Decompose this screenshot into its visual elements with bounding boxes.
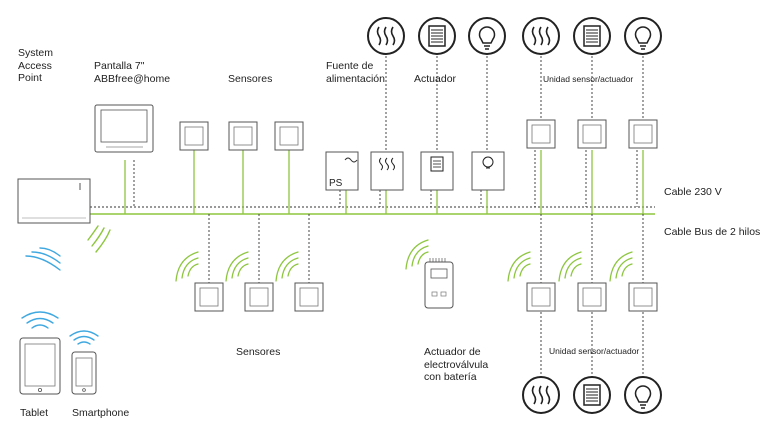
valve-line-3: con batería <box>424 371 477 383</box>
unit-top-label: Unidad sensor/actuador <box>543 74 634 84</box>
actuator-label: Actuador <box>414 73 457 85</box>
blind-icon <box>418 17 456 55</box>
power-supply <box>325 151 359 191</box>
light-bulb-icon <box>624 376 662 414</box>
sensor-actuator-unit-top <box>628 119 658 149</box>
light-actuator <box>471 151 505 191</box>
valve-line-1: Actuador de <box>424 346 481 358</box>
smartphone-label: Smartphone <box>72 407 130 419</box>
sensor-actuator-unit-top <box>526 119 556 149</box>
heating-icon <box>522 376 560 414</box>
wireless-sensor <box>244 282 274 312</box>
tablet-device <box>19 337 61 395</box>
wireless-sensor-actuator-unit <box>526 282 556 312</box>
sap-line-1: System <box>18 47 54 59</box>
bus-cable-label: Cable Bus de 2 hilos <box>664 226 761 238</box>
blind-icon <box>573 17 611 55</box>
valve-line-2: electroválvula <box>424 358 489 371</box>
sensor-top <box>228 121 258 151</box>
power-line-2: alimentación <box>326 72 385 85</box>
wireless-sensor-actuator-unit <box>577 282 607 312</box>
bottom-links <box>208 214 644 378</box>
sensor-top <box>179 121 209 151</box>
wireless-signal-icon <box>175 251 299 282</box>
sap-line-3: Point <box>18 72 42 84</box>
power-supply-label: Fuente de alimentación <box>326 60 385 85</box>
sensors-bottom-label: Sensores <box>236 346 281 358</box>
wireless-signal-icon <box>507 251 633 282</box>
heating-actuator <box>370 151 404 191</box>
sensors-top-label: Sensores <box>228 73 273 85</box>
battery-valve-actuator <box>424 258 454 309</box>
wireless-sensor-actuator-unit <box>628 282 658 312</box>
wireless-signal-icon <box>405 239 429 270</box>
power-line-1: Fuente de <box>326 60 374 72</box>
heating-icon <box>367 17 405 55</box>
panel-line-1: Pantalla 7" <box>94 60 145 72</box>
panel-label: Pantalla 7" ABBfree@home <box>94 60 170 85</box>
tablet-label: Tablet <box>20 407 49 419</box>
sensor-actuator-unit-top <box>577 119 607 149</box>
bus-drops <box>124 150 644 214</box>
system-access-point-label: System Access Point <box>18 47 53 85</box>
wireless-signal-icon <box>21 311 99 345</box>
light-bulb-icon <box>468 17 506 55</box>
system-access-point <box>17 178 91 224</box>
smartphone-device <box>71 351 97 395</box>
sensor-top <box>274 121 304 151</box>
load-lines <box>385 56 644 150</box>
heating-icon <box>522 17 560 55</box>
sap-line-2: Access <box>18 59 52 72</box>
ps-label: PS <box>329 178 343 189</box>
wireless-sensor <box>194 282 224 312</box>
touch-panel <box>94 104 154 153</box>
wireless-signal-icon <box>25 247 61 271</box>
unit-bottom-label: Unidad sensor/actuador <box>549 346 640 356</box>
panel-line-2: ABBfree@home <box>94 72 171 85</box>
blind-icon <box>573 376 611 414</box>
valve-actuator-label: Actuador de electroválvula con batería <box>424 346 488 384</box>
blind-actuator <box>420 151 454 191</box>
wireless-signal-icon <box>87 225 111 253</box>
wireless-sensor <box>294 282 324 312</box>
light-bulb-icon <box>624 17 662 55</box>
power-drops <box>133 150 638 207</box>
cable-230v-label: Cable 230 V <box>664 186 722 198</box>
